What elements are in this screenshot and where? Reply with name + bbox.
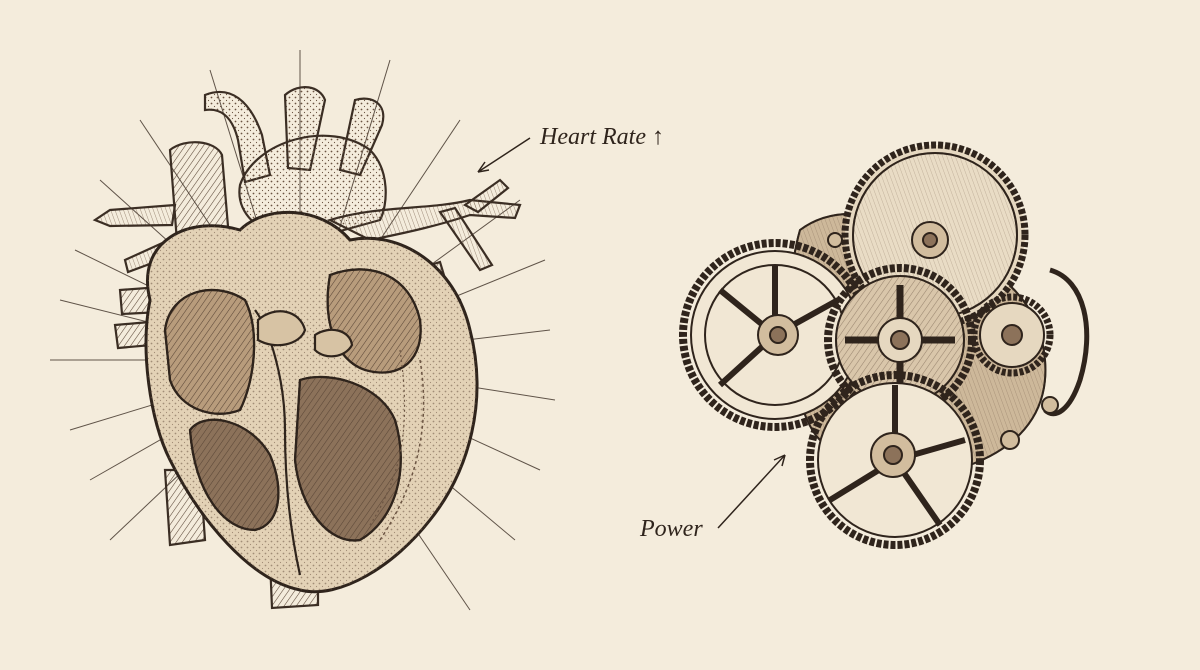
- anatomical-heart-icon: [50, 50, 556, 611]
- arrow-up-icon: ↑: [651, 124, 664, 150]
- power-label: Power: [640, 516, 703, 542]
- heart-rate-label: Heart Rate: [540, 124, 646, 150]
- clockwork-gears-icon: [679, 141, 1090, 549]
- power-annotation: Power: [640, 516, 703, 543]
- heart-rate-annotation: Heart Rate↑: [540, 124, 664, 151]
- heart-rate-pointer: [477, 137, 531, 173]
- power-pointer: [717, 454, 786, 529]
